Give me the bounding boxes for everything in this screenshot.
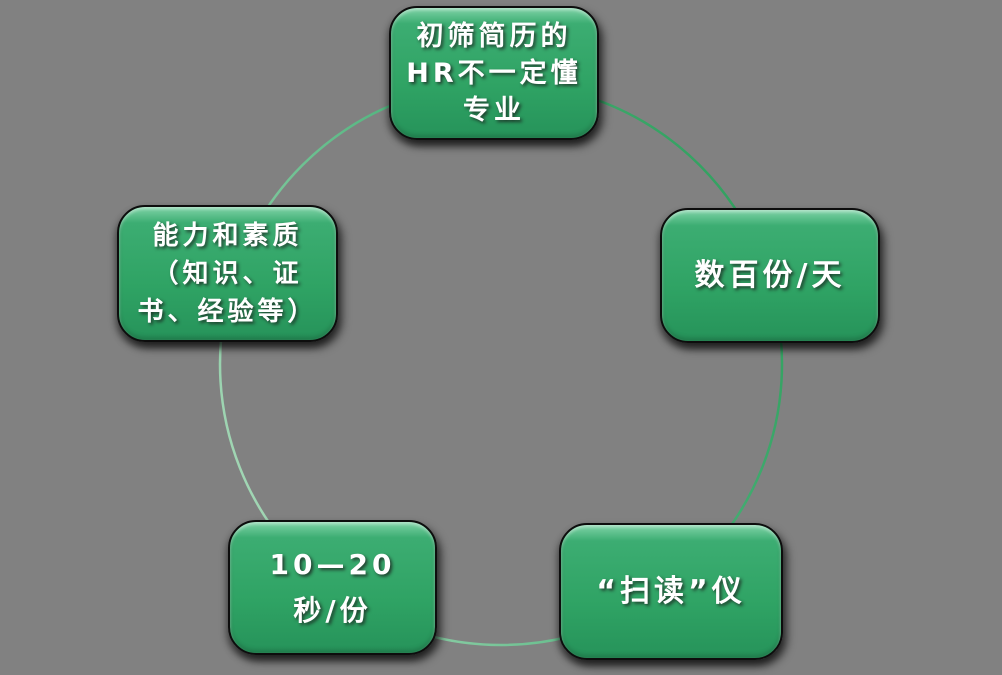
node-scan-reader: “扫读”仪 [559,523,783,660]
node-text-line: HR不一定懂 [406,57,582,89]
node-seconds-per-resume: 10—20 秒/份 [228,520,437,655]
node-hundreds-per-day: 数百份/天 [660,208,880,343]
node-text-line: （知识、证 [152,258,303,289]
node-ability-and-quality: 能力和素质 （知识、证 书、经验等） [117,205,338,342]
node-text-line: 专业 [463,94,525,126]
node-text-line: 能力和素质 [152,220,303,251]
node-text-line: 初筛简历的 [416,20,572,52]
node-hr-screening: 初筛简历的 HR不一定懂 专业 [389,6,599,140]
node-text-line: 秒/份 [293,593,372,627]
node-text-line: 10—20 [269,547,396,581]
node-text-line: “扫读”仪 [596,573,746,609]
node-text-line: 书、经验等） [137,296,318,327]
node-text-line: 数百份/天 [694,257,846,293]
